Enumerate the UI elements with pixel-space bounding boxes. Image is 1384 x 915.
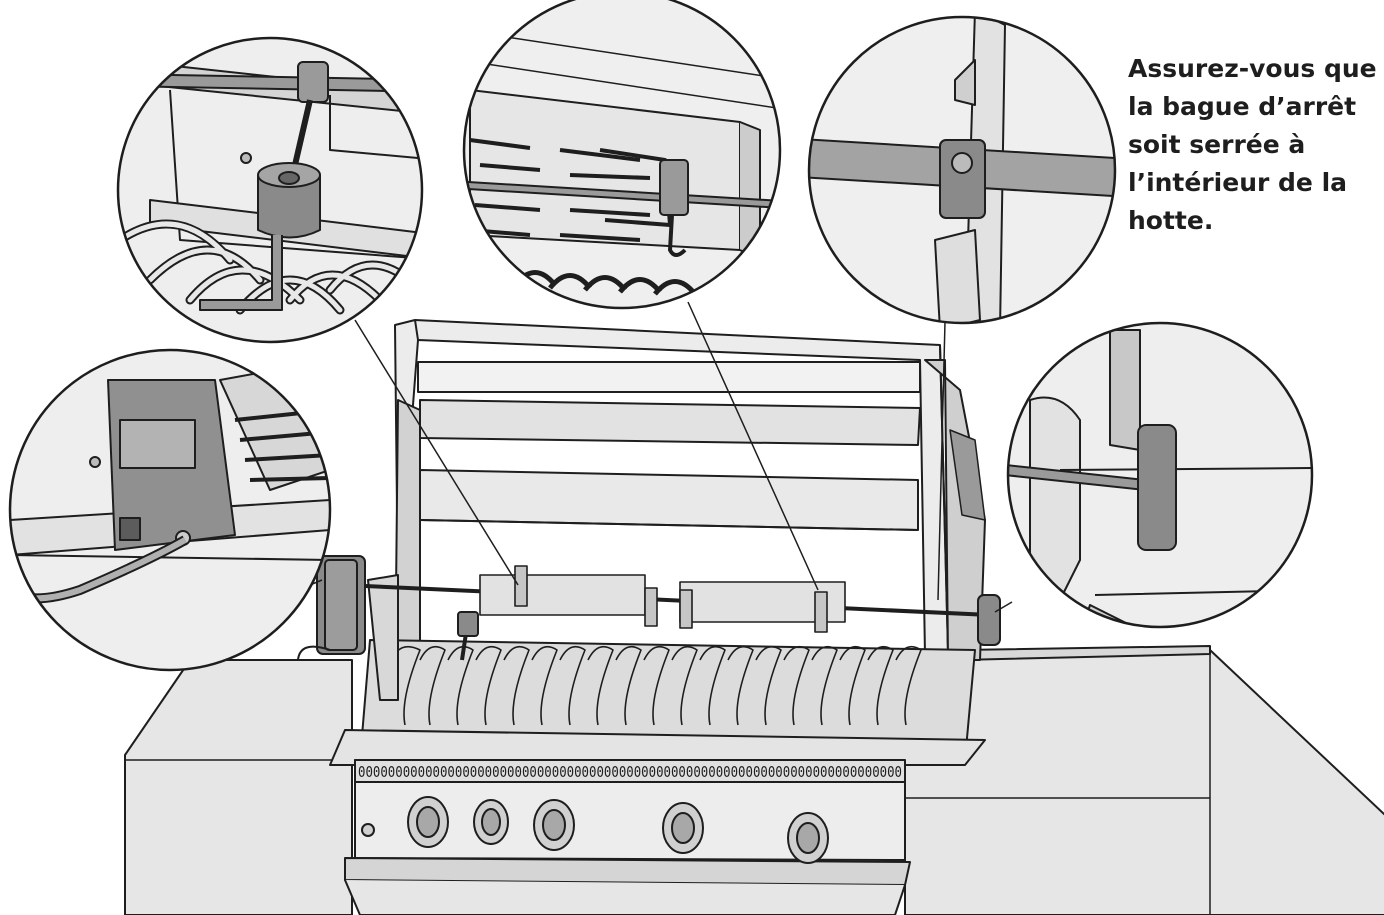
detail-lock-collar	[807, 15, 1117, 325]
instruction-line: la bague d’arrêt	[1128, 92, 1357, 121]
handle-knob	[977, 594, 1001, 646]
lid-handle	[417, 361, 921, 393]
callout-leaders	[309, 301, 1013, 613]
instruction-line: soit serrée à	[1128, 130, 1306, 159]
spit-rod	[364, 584, 991, 617]
instruction-line: l’intérieur de la	[1128, 168, 1348, 197]
instruction-line: Assurez-vous que	[1128, 54, 1377, 83]
instruction-note: Assurez-vous que la bague d’arrêt soit s…	[1128, 50, 1380, 240]
control-knobs	[361, 796, 829, 864]
right-side-cabinet	[904, 649, 1384, 915]
instruction-line: hotte.	[1128, 206, 1214, 235]
svg-text:000000000000000000000000000000: 0000000000000000000000000000000000000000…	[358, 763, 902, 781]
grill-illustration: 0000000000000000000000000000000000000000…	[124, 319, 1384, 915]
detail-counterweight	[116, 36, 424, 344]
igniter-button	[361, 823, 375, 837]
counterweight	[457, 611, 479, 661]
detail-motor	[8, 348, 332, 672]
forks	[479, 565, 846, 633]
detail-handle-knob	[1006, 321, 1314, 629]
left-side-cabinet	[124, 659, 353, 915]
cooking-grates	[391, 645, 922, 726]
detail-forks	[462, 0, 782, 310]
